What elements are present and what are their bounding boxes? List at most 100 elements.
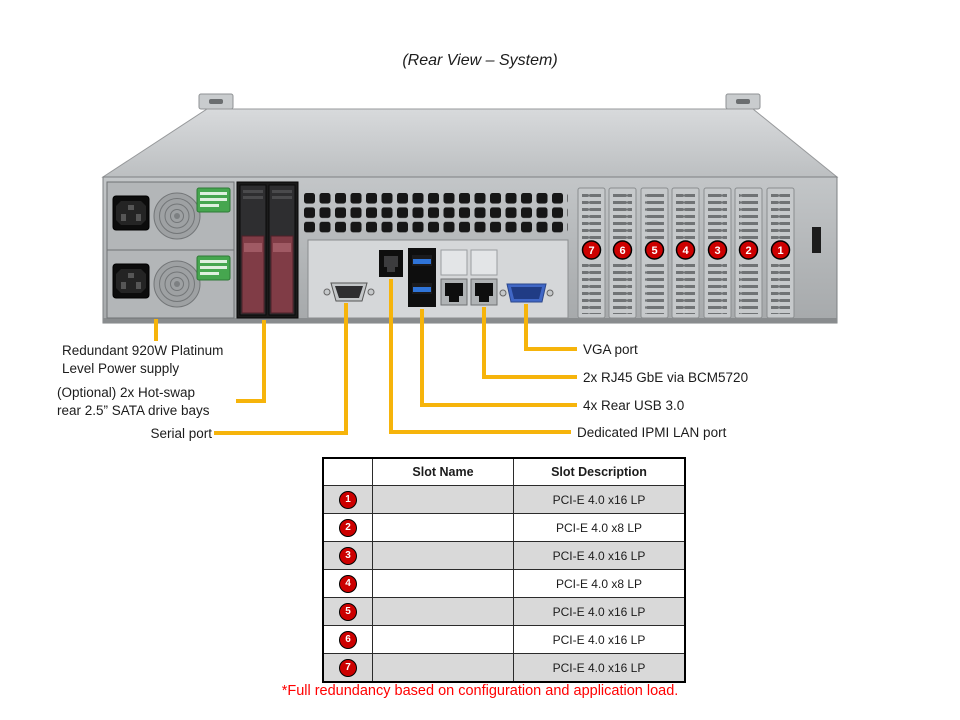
table-row-4: 4 PCI-E 4.0 x8 LP <box>322 569 686 598</box>
pci-slot-covers: 7 6 5 4 <box>577 187 795 319</box>
slot-description-cell: PCI-E 4.0 x8 LP <box>513 569 686 598</box>
slot-name-cell <box>372 625 514 654</box>
label-drive-bays-line1: (Optional) 2x Hot-swap <box>57 385 196 400</box>
gbe-lan-port-1 <box>440 278 468 306</box>
label-psu: Redundant 920W Platinum Level Power supp… <box>62 342 223 378</box>
svg-text:2: 2 <box>745 245 751 257</box>
slot-table: Slot Name Slot Description 1 PCI-E 4.0 x… <box>322 457 686 683</box>
slot-number-cell: 7 <box>322 653 373 683</box>
slot-description-cell: PCI-E 4.0 x16 LP <box>513 485 686 514</box>
slot-badge-2 <box>738 240 759 260</box>
label-serial-port: Serial port <box>150 426 212 441</box>
slot-number-cell: 5 <box>322 597 373 626</box>
slot-description-cell: PCI-E 4.0 x8 LP <box>513 513 686 542</box>
slot-badge-6 <box>612 240 633 260</box>
footnote: *Full redundancy based on configuration … <box>281 683 679 699</box>
label-usb-ports: 4x Rear USB 3.0 <box>583 398 685 413</box>
serial-port <box>323 282 375 302</box>
slot-name-cell <box>372 541 514 570</box>
power-supply-module-2 <box>106 249 235 319</box>
slot-name-cell <box>372 653 514 683</box>
label-drive-bays-line2: rear 2.5” SATA drive bays <box>57 403 210 418</box>
slot-description-cell: PCI-E 4.0 x16 LP <box>513 625 686 654</box>
chassis-latch <box>812 227 821 253</box>
label-ipmi-port: Dedicated IPMI LAN port <box>577 425 727 440</box>
slot-description-cell: PCI-E 4.0 x16 LP <box>513 653 686 683</box>
pci-slot-cover-2: 2 <box>734 187 763 319</box>
slot-number-badge: 1 <box>339 490 357 509</box>
slot-number-badge: 6 <box>339 630 357 649</box>
drive-bay-2 <box>268 184 296 316</box>
vga-port <box>499 283 554 303</box>
rack-ear-right <box>725 93 761 110</box>
svg-text:5: 5 <box>651 245 657 257</box>
pci-slot-cover-6: 6 <box>608 187 637 319</box>
leader-gbe <box>482 307 577 379</box>
svg-text:7: 7 <box>588 245 594 257</box>
pci-slot-cover-7: 7 <box>577 187 606 319</box>
ipmi-lan-port <box>379 250 403 277</box>
pci-slot-cover-1: 1 <box>766 187 795 319</box>
header-slot-description: Slot Description <box>513 457 686 486</box>
slot-description-cell: PCI-E 4.0 x16 LP <box>513 541 686 570</box>
leader-usb <box>420 309 577 407</box>
slot-badge-3 <box>707 240 728 260</box>
chassis-bottom-lip <box>103 318 837 323</box>
table-row-3: 3 PCI-E 4.0 x16 LP <box>322 541 686 570</box>
svg-text:4: 4 <box>682 245 689 257</box>
label-psu-line2: Level Power supply <box>62 361 180 376</box>
slot-name-cell <box>372 485 514 514</box>
slot-name-cell <box>372 597 514 626</box>
table-row-1: 1 PCI-E 4.0 x16 LP <box>322 485 686 514</box>
pci-slot-cover-3: 3 <box>703 187 732 319</box>
label-psu-line1: Redundant 920W Platinum <box>62 343 224 358</box>
slot-badge-7 <box>581 240 602 260</box>
svg-text:6: 6 <box>619 245 625 257</box>
slot-table-grid: Slot Name Slot Description 1 PCI-E 4.0 x… <box>322 457 686 683</box>
slot-number-cell: 6 <box>322 625 373 654</box>
vent-grid <box>304 193 568 236</box>
drive-bays <box>236 181 299 319</box>
slot-number-badge: 5 <box>339 602 357 621</box>
slot-number-cell: 4 <box>322 569 373 598</box>
table-header-row: Slot Name Slot Description <box>322 457 686 486</box>
drive-bay-1 <box>239 184 267 316</box>
power-supply-module-1 <box>106 181 235 251</box>
leader-vga <box>524 304 577 351</box>
slot-badge-5 <box>644 240 665 260</box>
slot-name-cell <box>372 513 514 542</box>
callout-lines <box>154 279 577 435</box>
slot-number-badge: 2 <box>339 518 357 537</box>
label-gbe-ports: 2x RJ45 GbE via BCM5720 <box>583 370 749 385</box>
label-drive-bays: (Optional) 2x Hot-swap rear 2.5” SATA dr… <box>57 384 210 420</box>
table-row-5: 5 PCI-E 4.0 x16 LP <box>322 597 686 626</box>
chassis-top <box>101 108 839 178</box>
table-row-7: 7 PCI-E 4.0 x16 LP <box>322 653 686 683</box>
header-slot-number <box>322 457 373 486</box>
slot-number-cell: 1 <box>322 485 373 514</box>
header-slot-name: Slot Name <box>372 457 514 486</box>
slot-number-badge: 4 <box>339 574 357 593</box>
slot-badge-1 <box>770 240 791 260</box>
slot-number-cell: 2 <box>322 513 373 542</box>
slot-name-cell <box>372 569 514 598</box>
label-vga-port: VGA port <box>583 342 638 357</box>
slot-description-cell: PCI-E 4.0 x16 LP <box>513 597 686 626</box>
rack-ear-left <box>198 93 234 110</box>
slot-number-badge: 7 <box>339 658 357 677</box>
slot-number-cell: 3 <box>322 541 373 570</box>
usb3-ports <box>408 248 436 307</box>
gbe-lan-port-2 <box>470 278 498 306</box>
table-row-2: 2 PCI-E 4.0 x8 LP <box>322 513 686 542</box>
leader-serial <box>214 303 348 435</box>
port-blank-2 <box>470 249 498 276</box>
pci-slot-cover-4: 4 <box>671 187 700 319</box>
slot-badge-4 <box>675 240 696 260</box>
svg-text:3: 3 <box>714 245 720 257</box>
pci-slot-cover-5: 5 <box>640 187 669 319</box>
leader-ipmi <box>389 279 571 434</box>
table-row-6: 6 PCI-E 4.0 x16 LP <box>322 625 686 654</box>
diagram-title: (Rear View – System) <box>402 52 558 69</box>
